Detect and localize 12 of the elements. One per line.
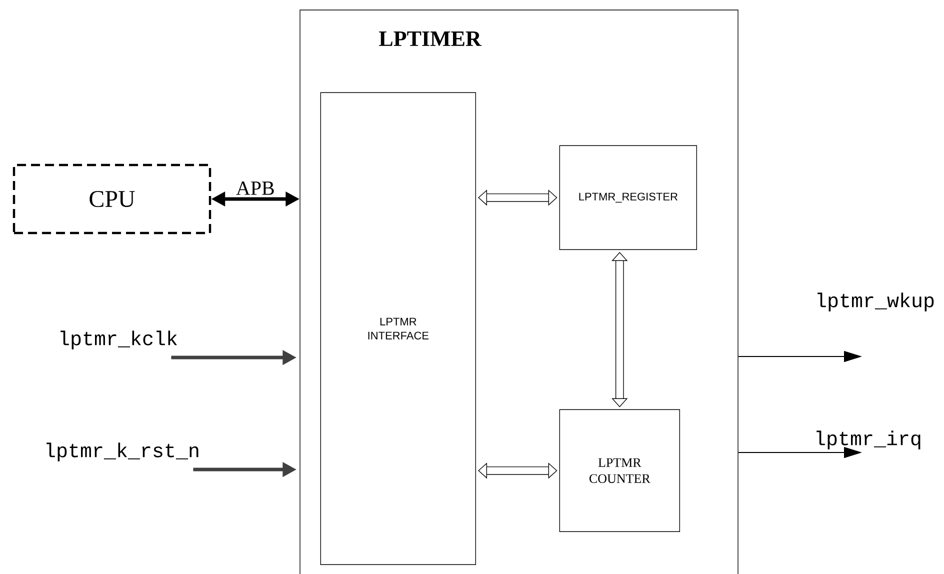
edge-label: APB — [236, 182, 274, 195]
block-box: LPTMR COUNTER — [559, 409, 680, 532]
arrow — [478, 190, 558, 206]
arrow — [612, 252, 628, 408]
arrow — [478, 462, 558, 479]
signal-label: lptmr_kclk — [60, 330, 177, 350]
block-box: LPTMR_REGISTER — [559, 145, 697, 250]
signal-label: lptmr_k_rst_n — [46, 442, 198, 462]
signal-label: lptmr_wkup — [818, 292, 934, 312]
cpu-box: CPU — [12, 164, 212, 234]
signal-label: lptmr_irq — [816, 430, 920, 450]
block-box: LPTMR INTERFACE — [320, 92, 476, 565]
